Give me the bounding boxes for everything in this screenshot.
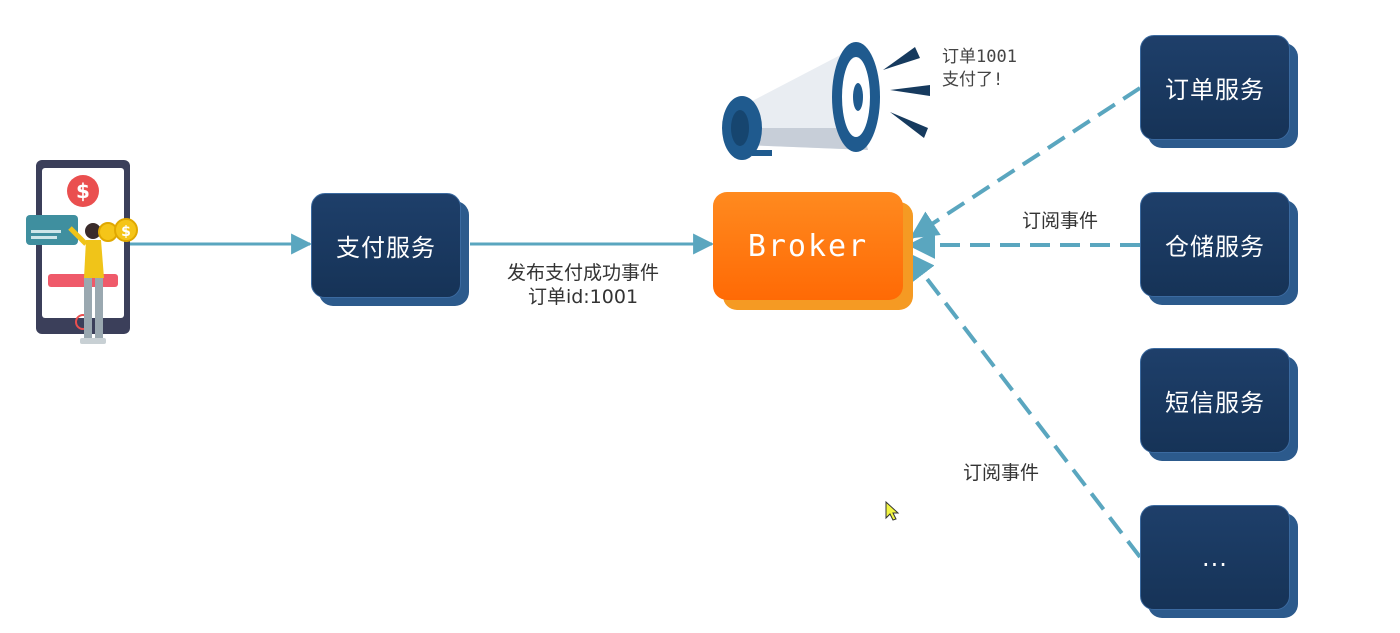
publish-event-line2: 订单id:1001 (527, 286, 639, 308)
announcement-line1: 订单1001 (942, 47, 1017, 67)
megaphone-icon (722, 42, 930, 160)
sms-service-node: 短信服务 (1140, 348, 1298, 461)
mouse-cursor (885, 500, 900, 521)
announcement-text: 订单1001 支付了! (942, 46, 1017, 92)
phone-payment-illustration: $ $ (26, 160, 138, 344)
storage-service-node: 仓储服务 (1140, 192, 1298, 305)
order-subscribe-arrow (909, 86, 1142, 239)
more-services-label: ... (1140, 505, 1290, 610)
announcement-line2: 支付了! (942, 70, 1004, 90)
svg-text:$: $ (76, 179, 90, 203)
more-services-node: ... (1140, 505, 1298, 618)
order-service-node: 订单服务 (1140, 35, 1298, 148)
more-subscribe-arrow (906, 251, 1142, 559)
subscribe-label-bottom: 订阅事件 (963, 462, 1040, 484)
storage-service-label: 仓储服务 (1140, 192, 1290, 297)
publish-event-line1: 发布支付成功事件 (506, 262, 659, 284)
subscribe-label-top: 订阅事件 (1022, 210, 1099, 232)
broker-label: Broker (713, 192, 903, 300)
pay-service-node: 支付服务 (311, 193, 469, 306)
pay-service-label: 支付服务 (311, 193, 461, 298)
svg-text:$: $ (121, 224, 131, 240)
order-service-label: 订单服务 (1140, 35, 1290, 140)
broker-node: Broker (713, 192, 913, 310)
publish-event-label: 发布支付成功事件 订单id:1001 (497, 261, 669, 309)
sms-service-label: 短信服务 (1140, 348, 1290, 453)
